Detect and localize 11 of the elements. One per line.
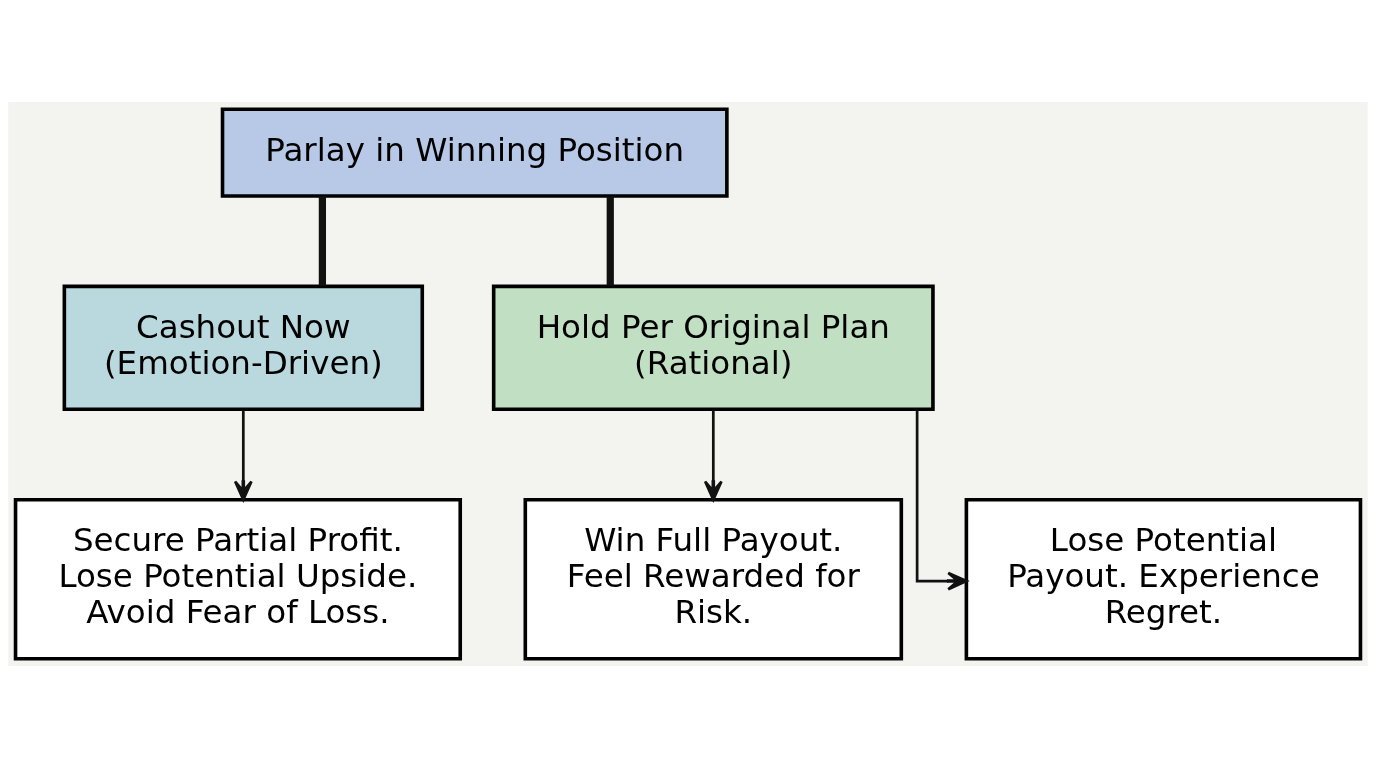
connector bbox=[318, 196, 326, 286]
node-box: Secure Partial Profit. Lose Potential Upside. Avoid Fear of Loss. bbox=[13, 497, 463, 661]
node-box: Win Full Payout. Feel Rewarded for Risk. bbox=[523, 497, 904, 661]
arrow bbox=[703, 409, 723, 501]
node-box: Lose Potential Payout. Experience Regret. bbox=[964, 497, 1363, 661]
connector bbox=[606, 196, 614, 286]
arrow bbox=[915, 409, 968, 591]
node-box: Parlay in Winning Position bbox=[220, 107, 729, 198]
node-box: Cashout Now (Emotion-Driven) bbox=[62, 284, 425, 412]
node-box: Hold Per Original Plan (Rational) bbox=[491, 284, 935, 412]
arrow bbox=[233, 409, 253, 501]
